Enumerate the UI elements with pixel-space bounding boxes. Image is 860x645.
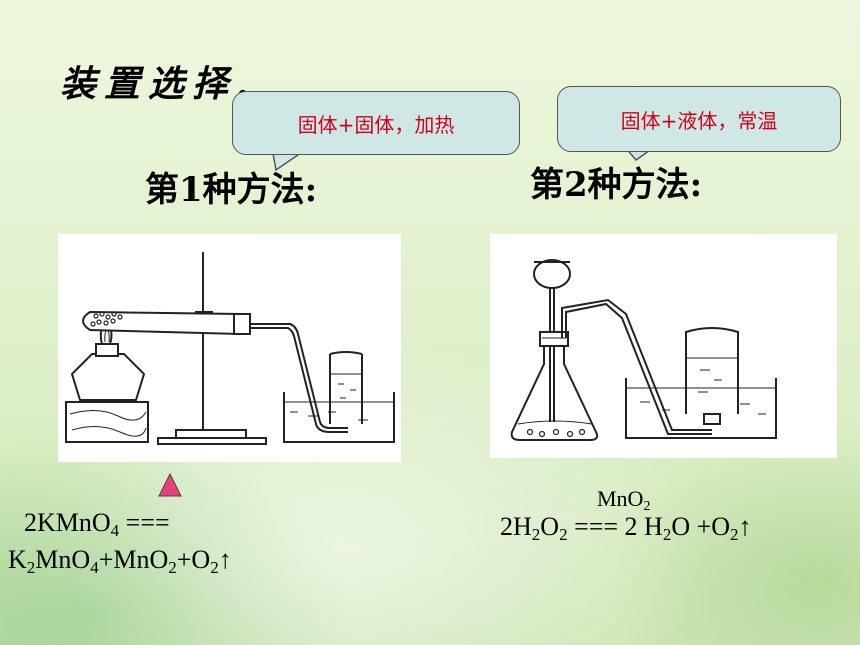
callout-solid-solid-heat: 固体+固体，加热 [232,91,520,155]
slide-title: 装置选择. [60,63,257,105]
equation-1-line-2: K2MnO4+MnO2+O2↑ [8,545,232,577]
method-1-heading: 第1种方法: [145,170,318,210]
apparatus-room-temp-diagram [490,234,837,458]
method-2-heading: 第2种方法: [530,165,703,205]
equation-2: 2H2O2 === 2 H2O +O2↑ [500,512,752,544]
equation-2-catalyst: MnO2 [597,486,651,514]
flask-apparatus-illustration [510,259,777,441]
equation-1-line-1: 2KMnO4 === [24,508,170,540]
triangle-heat-icon [158,472,182,497]
background-decorative-text [150,462,380,502]
callout-solid-liquid-room-temp: 固体+液体，常温 [557,86,841,152]
apparatus-heating-diagram [58,234,401,462]
heating-apparatus-illustration [65,252,395,445]
